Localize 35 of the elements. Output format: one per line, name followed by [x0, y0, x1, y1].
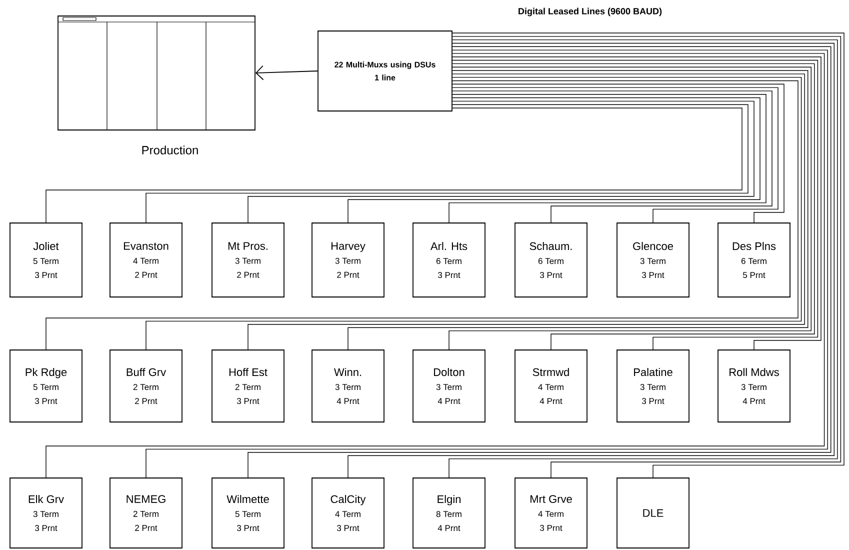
site-box: Roll Mdws 3 Term 4 Prnt [718, 350, 790, 422]
site-box: Hoff Est 2 Term 3 Prnt [212, 350, 284, 422]
site-box: Wilmette 5 Term 3 Prnt [212, 478, 284, 548]
site-box: Schaum. 6 Term 3 Prnt [514, 222, 588, 298]
site-box: Strmwd 4 Term 4 Prnt [514, 350, 588, 422]
leased-line [248, 100, 754, 223]
site-box: Glencoe 3 Term 3 Prnt [616, 222, 690, 298]
multiplexer-box: 22 Multi-Muxs using DSUs 1 line [318, 30, 452, 112]
caption-text: Production [142, 146, 198, 154]
site-box: Winn. 3 Term 4 Prnt [312, 350, 384, 422]
site-box: Elk Grv 3 Term 3 Prnt [10, 478, 82, 548]
leased-line [348, 42, 834, 478]
leased-line [248, 46, 832, 478]
leased-line [146, 104, 748, 223]
site-box: DLE [616, 478, 690, 548]
site-box: Buff Grv 2 Term 2 Prnt [110, 350, 182, 422]
site-box: Mt Pros. 3 Term 2 Prnt [212, 222, 284, 298]
site-box: Arl. Hts 6 Term 3 Prnt [412, 222, 486, 298]
site-box: Des Plns 6 Term 5 Prnt [718, 222, 790, 298]
site-box: Evanston 4 Term 2 Prnt [110, 222, 182, 298]
leased-line [348, 97, 760, 223]
leased-line [348, 70, 808, 350]
arrow [255, 65, 318, 80]
leased-line [46, 108, 742, 223]
site-box: Pk Rdge 5 Term 3 Prnt [10, 350, 82, 422]
site-box: Elgin 8 Term 4 Prnt [412, 478, 486, 548]
site-box: Dolton 3 Term 4 Prnt [412, 350, 486, 422]
site-box: Joliet 5 Term 3 Prnt [10, 222, 82, 298]
site-box: CalCity 4 Term 3 Prnt [312, 478, 384, 548]
site-box: NEMEG 2 Term 2 Prnt [110, 478, 182, 548]
site-box: Palatine 3 Term 3 Prnt [616, 350, 690, 422]
site-box: Mrt Grve 4 Term 3 Prnt [514, 478, 588, 548]
site-box: Harvey 3 Term 2 Prnt [312, 222, 384, 298]
leased-line [248, 74, 805, 350]
heading-text: Digital Leased Lines (9600 BAUD) [518, 8, 662, 16]
